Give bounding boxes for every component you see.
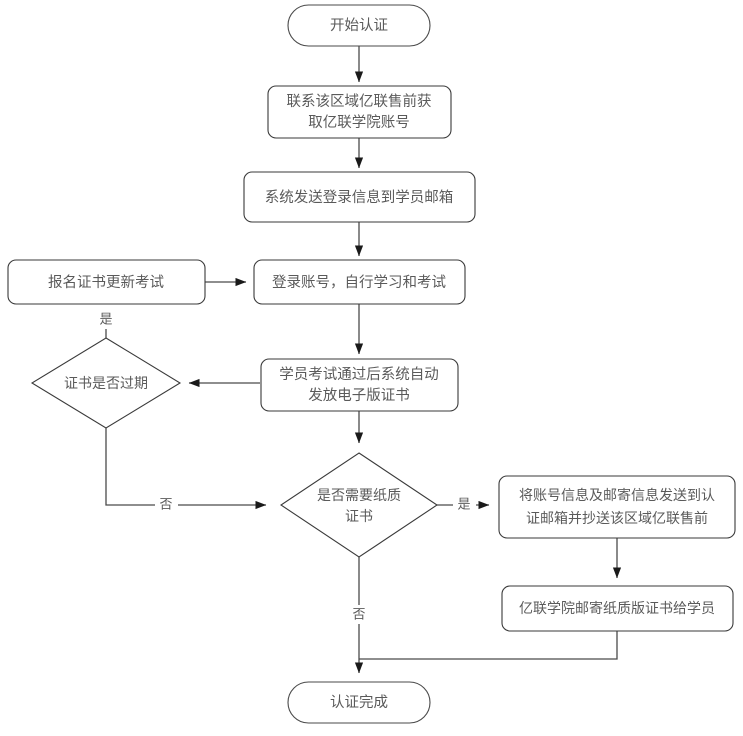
nodes-layer: 开始认证 联系该区域亿联售前获 取亿联学院账号 系统发送登录信息到学员邮箱 登录…: [7, 4, 736, 724]
node-auto-issue-cert-label-line2: 发放电子版证书: [308, 387, 410, 404]
edge-label-paper-yes: 是: [457, 498, 470, 513]
edge-label-bg-expired-no: [155, 495, 178, 514]
edge-label-bg-paper-yes: [453, 495, 476, 514]
node-cert-expired[interactable]: 证书是否过期: [30, 337, 182, 429]
node-auto-issue-cert-label-line1: 学员考试通过后系统自动: [279, 366, 439, 383]
node-mail-paper-cert-label: 亿联学院邮寄纸质版证书给学员: [519, 600, 715, 617]
node-end-label: 认证完成: [330, 694, 388, 711]
node-send-info-mail-label-line2: 证邮箱并抄送该区域亿联售前: [526, 510, 708, 527]
node-contact-presales-label-line2: 取亿联学院账号: [308, 114, 410, 131]
node-send-info-mail-label-line1: 将账号信息及邮寄信息发送到认: [519, 487, 715, 504]
node-login-study[interactable]: 登录账号，自行学习和考试: [253, 259, 466, 305]
edge-labels-layer: 是 否 是 否: [95, 310, 476, 624]
node-need-paper-cert[interactable]: 是否需要纸质 证书: [280, 452, 438, 558]
node-start-label: 开始认证: [330, 17, 388, 34]
edge-mailcert-to-end: [359, 631, 618, 660]
edge-label-expired-no: 否: [159, 498, 172, 513]
edge-label-bg-expired-yes: [95, 310, 118, 329]
edge-expired-no-to-paper: [105, 428, 267, 510]
edge-label-bg-paper-no: [348, 605, 371, 624]
node-cert-expired-label: 证书是否过期: [64, 376, 148, 392]
node-system-send-mail[interactable]: 系统发送登录信息到学员邮箱: [243, 171, 476, 223]
edge-label-paper-no: 否: [352, 608, 365, 623]
node-system-send-mail-label: 系统发送登录信息到学员邮箱: [265, 189, 454, 206]
node-need-paper-cert-label-line1: 是否需要纸质: [317, 488, 401, 504]
edges-layer: [101, 46, 622, 674]
edge-label-expired-yes: 是: [99, 313, 112, 328]
node-login-study-label: 登录账号，自行学习和考试: [272, 274, 446, 291]
node-need-paper-cert-label-line2: 证书: [345, 509, 373, 525]
node-start[interactable]: 开始认证: [287, 4, 431, 47]
node-renew-exam-label: 报名证书更新考试: [48, 274, 164, 291]
node-contact-presales[interactable]: 联系该区域亿联售前获 取亿联学院账号: [267, 85, 452, 139]
node-mail-paper-cert[interactable]: 亿联学院邮寄纸质版证书给学员: [501, 585, 734, 632]
node-auto-issue-cert[interactable]: 学员考试通过后系统自动 发放电子版证书: [260, 358, 459, 412]
node-end[interactable]: 认证完成: [287, 681, 431, 724]
node-renew-exam[interactable]: 报名证书更新考试: [7, 259, 206, 305]
node-contact-presales-label-line1: 联系该区域亿联售前获: [287, 93, 432, 110]
node-send-info-mail[interactable]: 将账号信息及邮寄信息发送到认 证邮箱并抄送该区域亿联售前: [498, 475, 736, 539]
